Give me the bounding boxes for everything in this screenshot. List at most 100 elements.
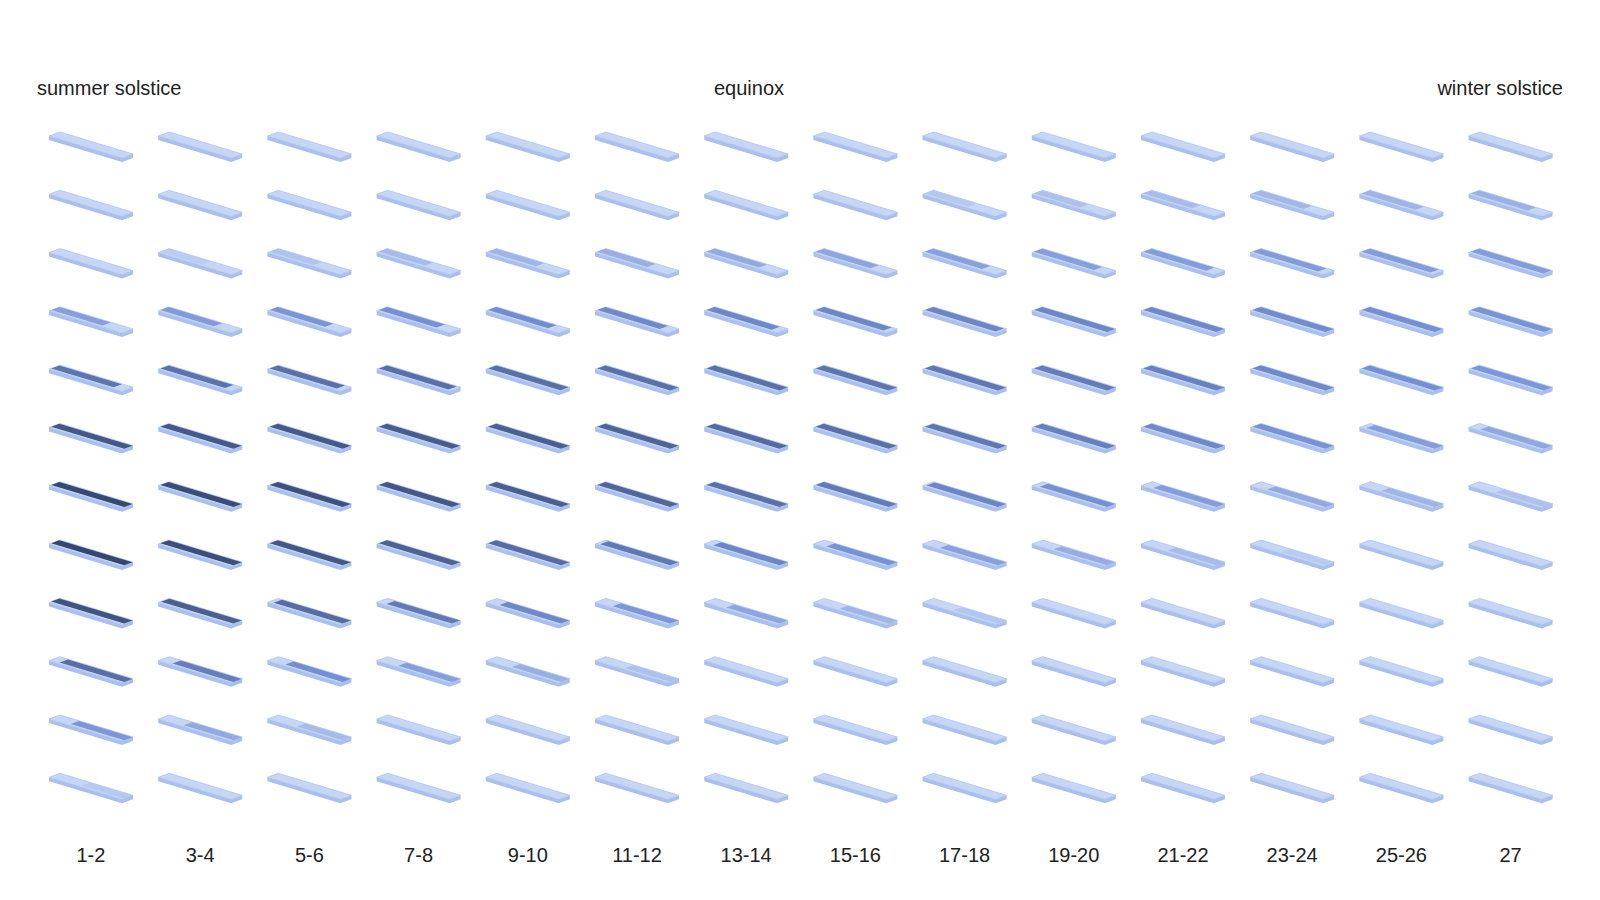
shadow-area [1471,249,1552,274]
slab [1032,715,1116,745]
slab-top [813,424,897,450]
slab-top [704,424,788,450]
slab-top [267,307,351,333]
shadow-area [706,249,767,268]
shadow-area [925,307,1004,331]
slab [486,249,570,279]
shadow-area [925,424,1006,449]
slab-top [1359,249,1443,275]
column-label: 27 [1500,845,1522,865]
shadow-area [1253,424,1334,449]
shadow-area [1267,486,1334,507]
slab-top [486,773,570,799]
slab [595,307,679,337]
shadow-area [387,601,461,624]
shadow-area [1362,365,1443,390]
slab-top [267,424,351,450]
shadow-area [82,783,133,799]
column-label: 3-4 [186,845,215,865]
slab [1032,482,1116,512]
slab-top [1032,540,1116,566]
slab-top [704,540,788,566]
slab [1250,540,1334,570]
slab-top [486,540,570,566]
slab [267,540,351,570]
shadow-area [60,659,133,682]
slab-top [923,715,1007,741]
shadow-area [270,540,351,565]
slab-top [1250,424,1334,450]
slab [704,307,788,337]
slab [267,715,351,745]
slab [1141,715,1225,745]
slab-top [923,598,1007,624]
slab [595,249,679,279]
slab-top [49,657,133,683]
shadow-area [379,540,460,565]
shadow-area [1471,191,1536,211]
slab-top [1359,540,1443,566]
slab-top [923,190,1007,216]
slab [704,598,788,628]
shadow-area [1471,365,1552,390]
slab-top [923,307,1007,333]
slab [595,715,679,745]
slab-top [377,773,461,799]
slab [267,598,351,628]
shadow-area [51,482,132,507]
slab-top [49,482,133,508]
column-label: 9-10 [508,845,548,865]
slab-top [49,307,133,333]
shadow-area [160,365,233,388]
slab [813,132,897,162]
slab-top [1032,190,1116,216]
slab-top [1032,132,1116,158]
slab-top [267,773,351,799]
slab-top [813,598,897,624]
slab [1032,424,1116,454]
slab-top [158,540,242,566]
slab [1032,307,1116,337]
slab [704,657,788,687]
slab [1469,598,1553,628]
slab-top [486,482,570,508]
slab [267,482,351,512]
slab [813,482,897,512]
slab-top [813,190,897,216]
slab [377,307,461,337]
slab-top [486,598,570,624]
slab [1469,190,1553,220]
slab [1359,715,1443,745]
shadow-area [51,599,132,624]
slab [377,424,461,454]
slab-top [1032,715,1116,741]
slab-top [158,132,242,158]
slab-top [49,715,133,741]
slab [1359,132,1443,162]
slab [267,657,351,687]
slab [813,715,897,745]
slab-top [1359,715,1443,741]
slab [1250,715,1334,745]
slab [49,598,133,628]
slab-top [1141,773,1225,799]
column-label: 19-20 [1048,845,1099,865]
column-label: 15-16 [830,845,881,865]
slab [267,773,351,803]
slab [923,715,1007,745]
slab [486,482,570,512]
slab-top [1359,482,1443,508]
shadow-area [512,664,570,682]
slab [923,540,1007,570]
slab-top [1250,365,1334,391]
slab [158,365,242,395]
shadow-area [488,540,569,565]
shadow-area [270,424,351,449]
shadow-area [160,424,241,449]
shadow-area [488,365,569,390]
slab-top [158,657,242,683]
shadow-area [161,599,242,624]
slab-top [1141,540,1225,566]
